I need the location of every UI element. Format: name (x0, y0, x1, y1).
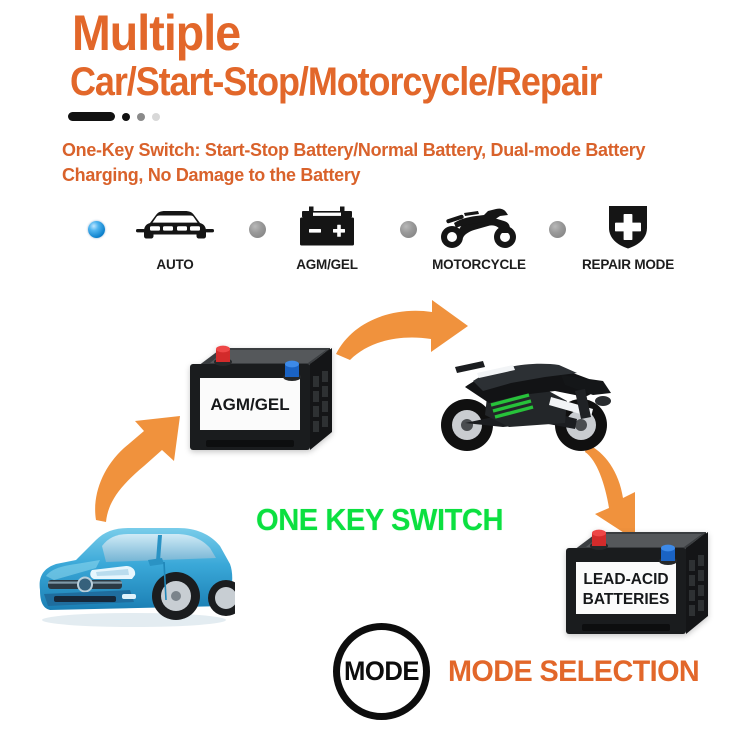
mode-item-repair-mode[interactable]: REPAIR MODE (568, 204, 688, 272)
mode-led-auto (88, 221, 105, 238)
mode-led-agm (249, 221, 266, 238)
mode-item-auto[interactable]: AUTO (115, 204, 235, 272)
mode-label-repair-mode: REPAIR MODE (581, 257, 675, 272)
agm-gel-battery-image: AGM/GEL (180, 336, 335, 463)
progress-bar-active (68, 112, 115, 121)
mode-led-repair (549, 221, 566, 238)
battery-icon (267, 204, 387, 250)
arrow-car-to-battery-icon (95, 416, 180, 522)
agm-gel-battery-label: AGM/GEL (210, 395, 289, 414)
mode-label-agm-gel: AGM/GEL (296, 257, 358, 272)
mode-selection-label: MODE SELECTION (448, 654, 700, 688)
car-image (30, 516, 244, 633)
progress-dot-2 (137, 112, 145, 121)
lead-acid-battery-image: LEAD-ACID BATTERIES (556, 520, 711, 647)
arrow-motorcycle-to-lead-acid-icon (585, 444, 635, 540)
mode-button-label: MODE (343, 656, 420, 686)
one-key-switch-text: ONE KEY SWITCH (256, 502, 504, 537)
motorcycle-icon (419, 204, 539, 250)
lead-acid-battery-label-line-1: LEAD-ACID (583, 571, 668, 588)
mode-selection-group: MODE MODE SELECTION (333, 623, 710, 720)
progress-dot-1 (122, 112, 130, 121)
mode-button[interactable]: MODE (333, 623, 430, 720)
mode-item-agm-gel[interactable]: AGM/GEL (267, 204, 387, 272)
shield-cross-icon (568, 204, 688, 250)
car-icon (115, 204, 235, 250)
motorcycle-image (425, 345, 625, 462)
page-title-line-1: Multiple (72, 5, 241, 61)
subtitle-text: One-Key Switch: Start-Stop Battery/Norma… (62, 139, 646, 185)
mode-indicator-row: AUTO AGM/GEL (0, 204, 750, 284)
mode-item-motorcycle[interactable]: MOTORCYCLE (419, 204, 539, 272)
page-title-line-2: Car/Start-Stop/Motorcycle/Repair (70, 60, 603, 104)
progress-dot-3 (152, 112, 160, 121)
mode-label-auto: AUTO (156, 257, 194, 272)
arrow-battery-to-motorcycle-icon (336, 300, 468, 360)
mode-label-motorcycle: MOTORCYCLE (432, 257, 526, 272)
lead-acid-battery-label-line-2: BATTERIES (583, 591, 670, 608)
mode-led-motorcycle (400, 221, 417, 238)
progress-indicator (68, 112, 160, 121)
